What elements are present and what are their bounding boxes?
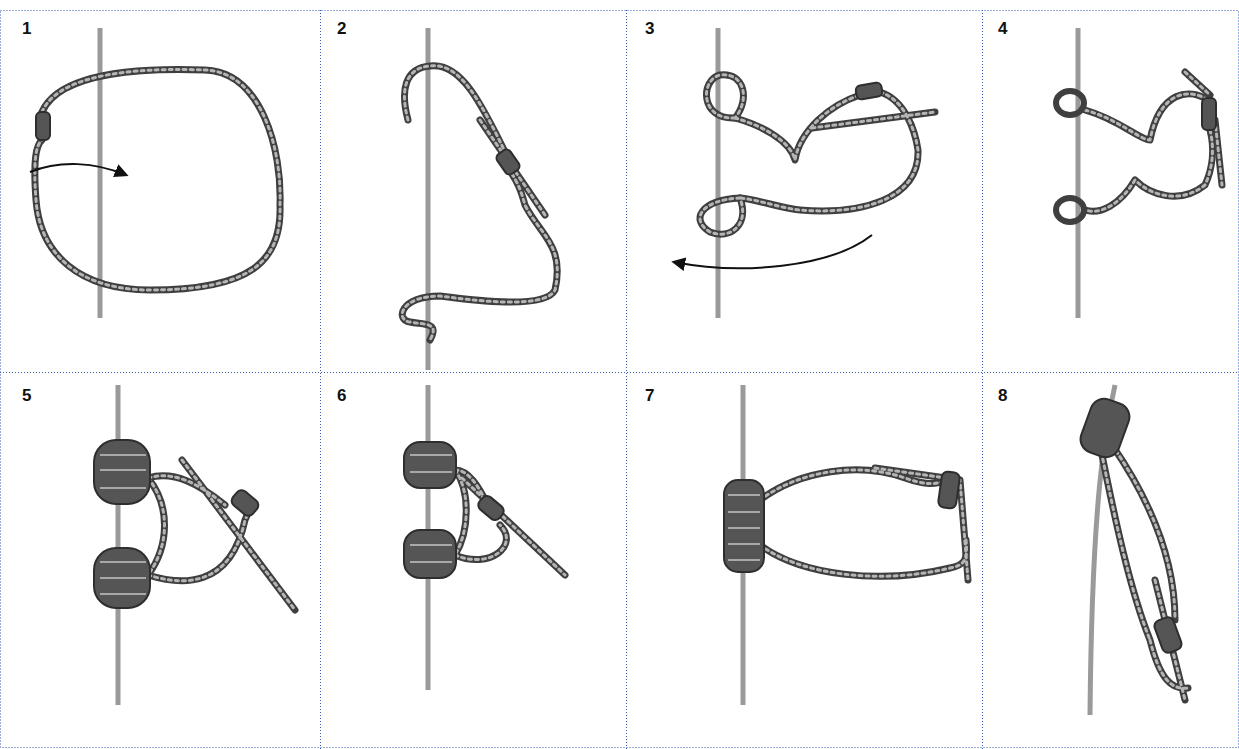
cord — [35, 66, 1222, 700]
step-number: 3 — [645, 20, 654, 37]
step-number: 8 — [998, 387, 1007, 404]
step-number: 4 — [998, 20, 1007, 37]
wrap-texture — [100, 455, 760, 594]
rope-rod — [100, 28, 1115, 715]
cord-texture — [35, 66, 1222, 700]
panel-grid — [0, 10, 1239, 749]
step-number: 7 — [645, 387, 654, 404]
step-number: 1 — [22, 20, 31, 37]
motion-arrow — [30, 164, 872, 268]
step-number: 6 — [337, 387, 346, 404]
knot-wrap — [36, 82, 1216, 655]
step-number: 5 — [22, 387, 31, 404]
step-number: 2 — [337, 20, 346, 37]
